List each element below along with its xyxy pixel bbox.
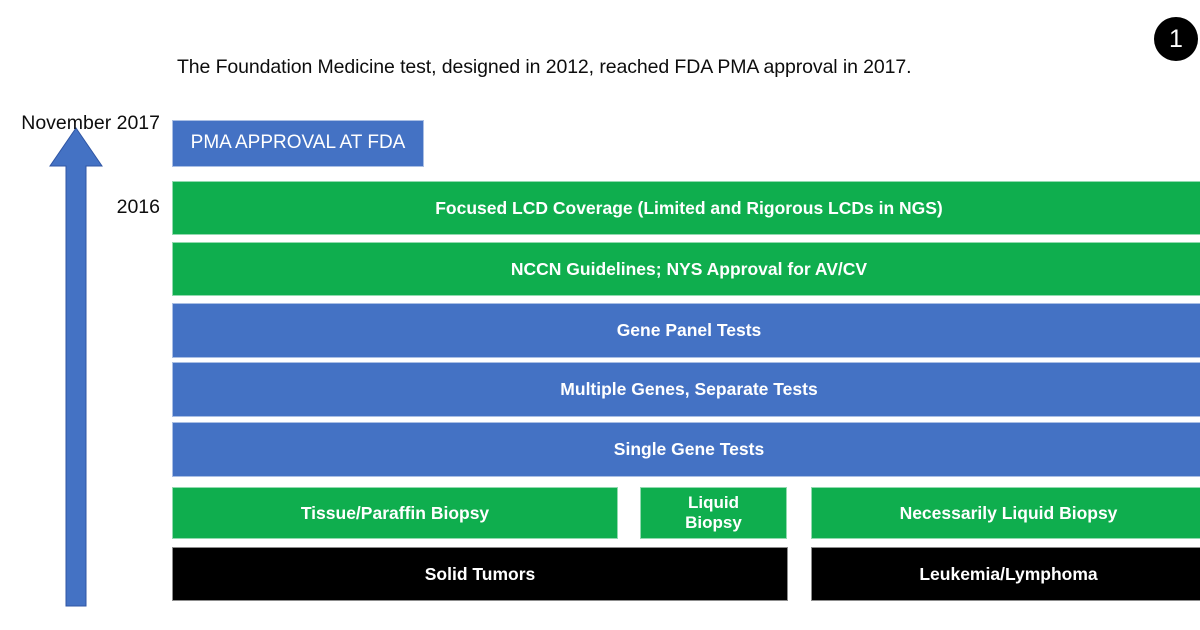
bar-pma-approval[interactable]: PMA APPROVAL AT FDA bbox=[172, 120, 424, 167]
slide-title: The Foundation Medicine test, designed i… bbox=[177, 56, 912, 78]
bar-nccn-nys[interactable]: NCCN Guidelines; NYS Approval for AV/CV bbox=[172, 242, 1200, 296]
bar-liquid-biopsy[interactable]: Liquid Biopsy bbox=[640, 487, 787, 539]
slide-number-value: 1 bbox=[1169, 24, 1183, 53]
slide-number-badge: 1 bbox=[1154, 17, 1198, 61]
axis-label-november-2017: November 2017 bbox=[21, 112, 160, 134]
axis-label-2016: 2016 bbox=[116, 196, 160, 218]
bar-single-gene[interactable]: Single Gene Tests bbox=[172, 422, 1200, 477]
bar-tissue-paraffin-biopsy[interactable]: Tissue/Paraffin Biopsy bbox=[172, 487, 618, 539]
bar-necessarily-liquid-biopsy[interactable]: Necessarily Liquid Biopsy bbox=[811, 487, 1200, 539]
bar-multiple-genes[interactable]: Multiple Genes, Separate Tests bbox=[172, 362, 1200, 417]
bar-gene-panel[interactable]: Gene Panel Tests bbox=[172, 303, 1200, 358]
time-arrow-up-icon bbox=[48, 126, 104, 608]
bar-leukemia-lymphoma[interactable]: Leukemia/Lymphoma bbox=[811, 547, 1200, 601]
bar-solid-tumors[interactable]: Solid Tumors bbox=[172, 547, 788, 601]
bar-focused-lcd[interactable]: Focused LCD Coverage (Limited and Rigoro… bbox=[172, 181, 1200, 235]
